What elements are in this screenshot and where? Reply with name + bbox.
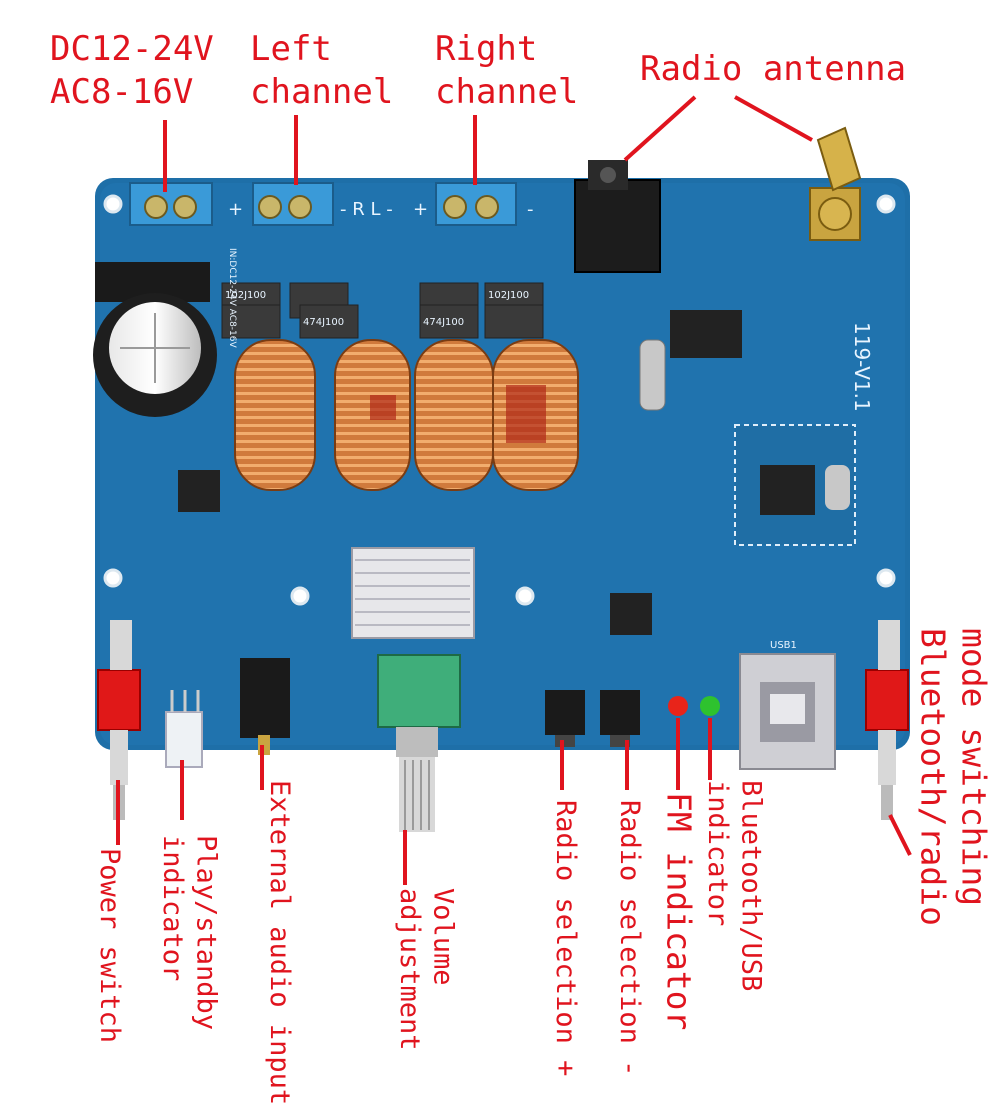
external-audio-label: External audio input — [262, 780, 296, 1105]
inductor-coils — [234, 339, 579, 491]
terminal-mark-2: - R L - — [340, 199, 393, 220]
external-audio-label-text: External audio input — [263, 780, 295, 1105]
leader-lines — [116, 95, 912, 885]
board-version: 119-V1.1 — [850, 322, 874, 412]
radio-antenna-label-text: Radio antenna — [640, 49, 907, 89]
left-channel-label-line1: Left — [250, 29, 332, 69]
terminal-right-channel — [435, 182, 517, 226]
chip-text-4: 102J100 — [488, 290, 529, 301]
terminal-mark-1: + — [228, 199, 243, 220]
fm-led-part — [668, 696, 688, 716]
bt-usb-indicator-label: Bluetooth/USB indicator — [700, 780, 768, 991]
volume-label: Volume adjustment — [392, 888, 460, 1051]
radio-selection-plus-label-text: Radio selection + — [549, 800, 581, 1077]
chip-text-2: 474J100 — [303, 317, 344, 328]
right-channel-label: Right channel — [435, 28, 578, 113]
external-audio-jack-part — [240, 658, 290, 738]
radio-selection-plus-label: Radio selection + — [548, 800, 582, 1076]
bt-usb-indicator-label-line1: Bluetooth/USB — [735, 780, 767, 992]
audio-jack-top — [574, 179, 661, 273]
mounting-holes — [103, 194, 896, 606]
play-standby-label-line1: Play/standby — [190, 835, 222, 1031]
mode-switching-label-line1: mode switching — [954, 628, 994, 907]
mode-switching-label: mode switching Bluetooth/radio — [912, 628, 995, 926]
mode-switching-label-line2: Bluetooth/radio — [913, 628, 953, 927]
terminal-power — [129, 182, 213, 226]
play-standby-label-line2: indicator — [156, 835, 188, 982]
power-input-label-line2: AC8-16V — [50, 71, 194, 112]
left-channel-label-line2: channel — [250, 71, 394, 112]
play-led-part — [165, 690, 203, 768]
play-standby-label: Play/standby indicator — [155, 835, 223, 1030]
power-input-label-line1: DC12-24V — [50, 29, 214, 69]
power-switch-label: Power switch — [92, 848, 126, 1043]
right-channel-label-line1: Right — [435, 29, 538, 69]
power-input-label: DC12-24V AC8-16V — [50, 28, 214, 113]
terminal-left-channel — [252, 182, 334, 226]
radio-antenna-label: Radio antenna — [640, 48, 906, 91]
fm-indicator-label: FM indicator — [658, 792, 699, 1030]
chip-text-3: 474J100 — [423, 317, 464, 328]
radio-plus-button-part — [545, 690, 585, 735]
power-switch-label-text: Power switch — [93, 848, 125, 1044]
left-channel-label: Left channel — [250, 28, 393, 113]
bt-usb-indicator-label-line2: indicator — [701, 780, 733, 927]
bt-led-part — [700, 696, 720, 716]
radio-selection-minus-label: Radio selection - — [612, 800, 646, 1076]
antenna-connector — [809, 126, 862, 241]
crystal — [639, 339, 666, 411]
chip-text-1: 102J100 — [225, 290, 266, 301]
volume-pot-part — [377, 654, 461, 832]
terminal-mark-4: - — [527, 199, 534, 220]
ic-fm — [670, 310, 742, 358]
mode-switch-part — [865, 620, 909, 820]
right-channel-label-line2: channel — [435, 71, 579, 112]
terminal-mark-3: + — [413, 199, 428, 220]
radio-selection-minus-label-text: Radio selection - — [613, 800, 645, 1077]
volume-label-line1: Volume — [427, 888, 459, 986]
fm-indicator-label-text: FM indicator — [659, 792, 699, 1031]
usb-silk: USB1 — [770, 640, 797, 651]
ic-small — [610, 593, 652, 635]
heatsink — [351, 547, 475, 639]
radio-minus-button-part — [600, 690, 640, 735]
ic-amp — [178, 470, 220, 512]
volume-label-line2: adjustment — [393, 888, 425, 1051]
spec-silkscreen: IN:DC12-24V AC8-16V — [227, 248, 237, 349]
